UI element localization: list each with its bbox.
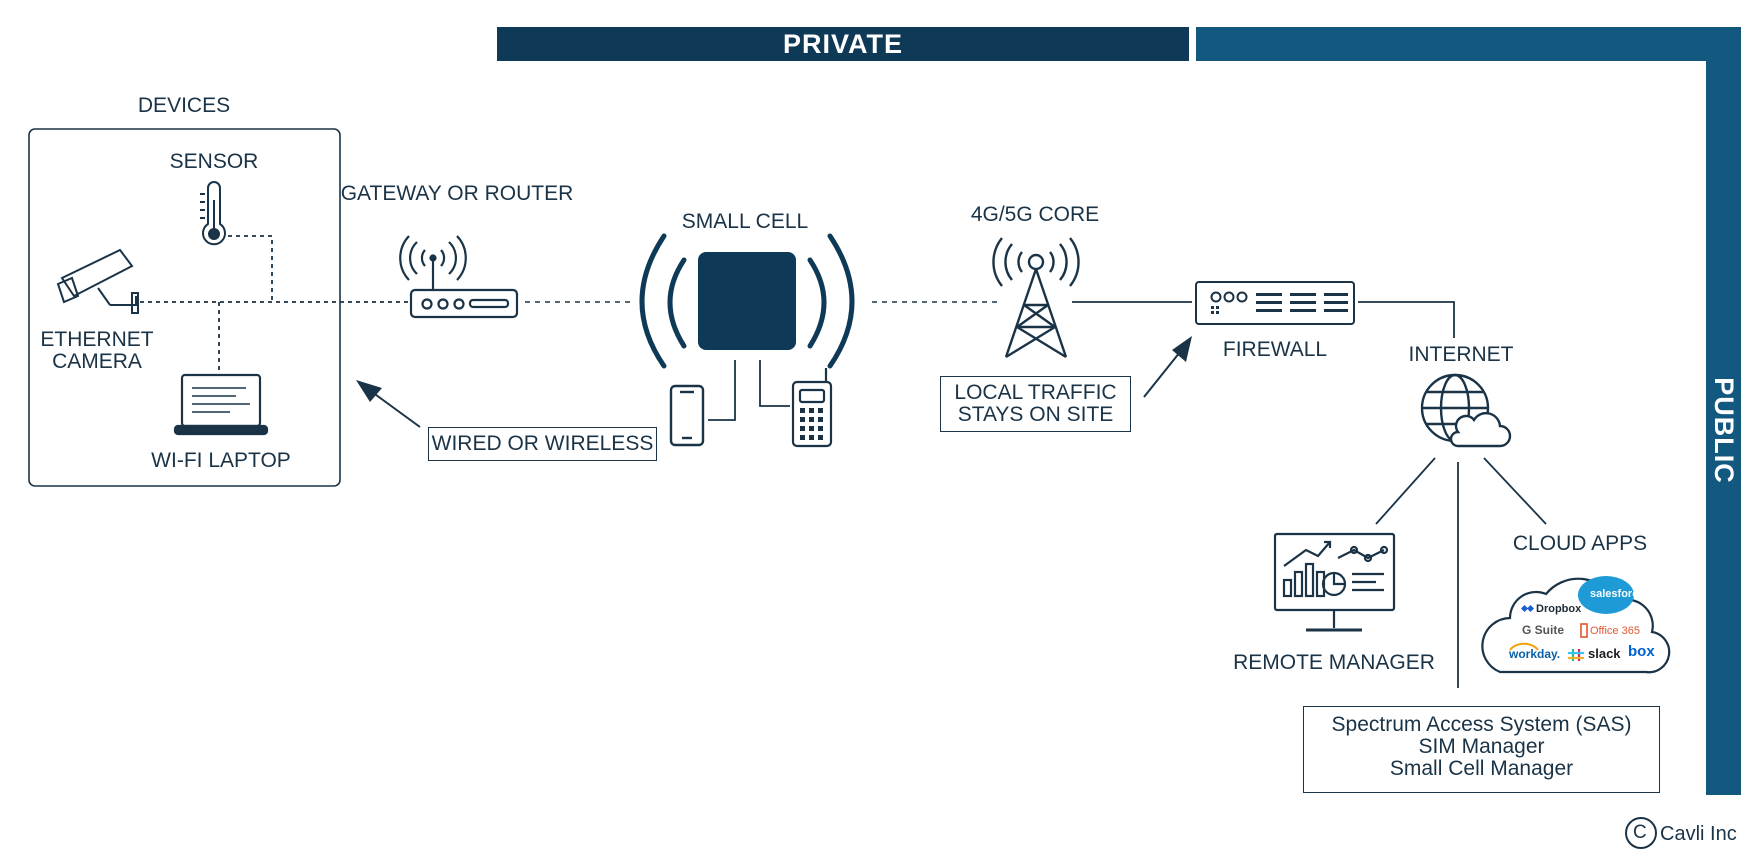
- camera-label-line1: ETHERNET: [40, 328, 154, 351]
- copyright-company: Cavli Inc: [1660, 823, 1737, 845]
- cloud-apps-label: CLOUD APPS: [1512, 532, 1648, 555]
- gateway-label: GATEWAY OR ROUTER: [340, 182, 574, 205]
- radio-handset-icon: [791, 368, 833, 448]
- small-cell-icon: [639, 233, 855, 369]
- copyright-symbol: C: [1633, 822, 1647, 843]
- local-traffic-line2: STAYS ON SITE: [957, 403, 1114, 426]
- devices-box: [28, 128, 341, 487]
- salesforce-logo: [1578, 576, 1634, 614]
- salesforce-logo-text: salesforce: [1590, 588, 1645, 600]
- dashboard-monitor-icon: [1273, 532, 1396, 632]
- local-traffic-callout: LOCAL TRAFFIC STAYS ON SITE: [940, 376, 1131, 432]
- firewall-icon: [1195, 281, 1355, 325]
- services-box: Spectrum Access System (SAS) SIM Manager…: [1303, 706, 1660, 793]
- workday-logo-text: workday.: [1509, 647, 1561, 661]
- services-line3: Small Cell Manager: [1389, 757, 1574, 780]
- thermometer-icon: [200, 181, 226, 246]
- globe-cloud-icon: [1420, 373, 1512, 448]
- laptop-icon: [173, 373, 269, 436]
- slack-logo-text: slack: [1588, 646, 1621, 661]
- cell-tower-icon: [992, 237, 1080, 359]
- copyright-icon: [1625, 817, 1657, 849]
- services-line1: Spectrum Access System (SAS): [1331, 713, 1632, 736]
- camera-label-line2: CAMERA: [52, 350, 142, 373]
- internet-branch-links: [1375, 457, 1547, 688]
- gsuite-logo-text: G Suite: [1522, 623, 1565, 637]
- slack-icon: [1568, 649, 1584, 661]
- firewall-to-internet-link: [1358, 301, 1455, 338]
- remote-manager-label: REMOTE MANAGER: [1233, 651, 1435, 674]
- office365-logo-text: Office 365: [1590, 625, 1640, 637]
- arrow-to-firewall: [1143, 336, 1192, 398]
- firewall-label: FIREWALL: [1222, 338, 1328, 361]
- workday-arc-icon: [1509, 642, 1539, 651]
- box-logo-text: box: [1628, 643, 1655, 660]
- smartphone-icon: [669, 384, 705, 447]
- small-cell-label: SMALL CELL: [681, 210, 809, 233]
- wired-or-wireless-callout: WIRED OR WIRELESS: [428, 427, 657, 461]
- local-traffic-line1: LOCAL TRAFFIC: [954, 381, 1117, 404]
- office365-icon: [1580, 623, 1588, 638]
- public-zone-label: PUBLIC: [1709, 376, 1739, 484]
- device-connections: [140, 235, 408, 375]
- services-line2: SIM Manager: [1418, 735, 1545, 758]
- internet-label: INTERNET: [1408, 343, 1514, 366]
- private-zone-bar: [497, 27, 1189, 61]
- public-zone-label-wrap: PUBLIC: [1706, 377, 1741, 484]
- arrow-to-devices: [356, 380, 421, 428]
- dropbox-logo-text: Dropbox: [1536, 603, 1582, 615]
- core-label: 4G/5G CORE: [970, 203, 1100, 226]
- private-zone-label: PRIVATE: [782, 28, 903, 59]
- router-icon: [399, 235, 519, 319]
- devices-heading: DEVICES: [137, 94, 231, 117]
- laptop-label: WI-FI LAPTOP: [151, 449, 291, 472]
- small-cell-device-links: [708, 360, 790, 421]
- security-camera-icon: [56, 248, 139, 314]
- sensor-label: SENSOR: [169, 150, 259, 173]
